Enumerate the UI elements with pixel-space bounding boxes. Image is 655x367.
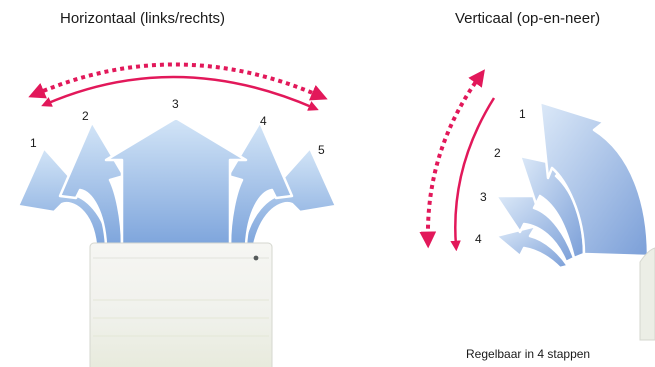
h-position-label-1: 1 xyxy=(30,136,37,150)
v-position-label-4: 4 xyxy=(475,232,482,246)
h-position-label-3: 3 xyxy=(172,97,179,111)
vertical-heading: Verticaal (op-en-neer) xyxy=(455,10,601,27)
vertical-swing-arrow-dotted xyxy=(419,69,485,249)
indicator-light xyxy=(253,255,259,261)
steps-caption: Regelbaar in 4 stappen xyxy=(466,347,591,361)
v-position-label-1: 1 xyxy=(519,107,526,121)
indoor-unit-side xyxy=(639,247,655,341)
horizontal-swing-arrow-dotted xyxy=(28,62,328,101)
h-position-label-5: 5 xyxy=(318,143,325,157)
horizontal-swing-arrow-solid xyxy=(41,75,319,111)
v-position-label-2: 2 xyxy=(494,146,501,160)
airflow-arrow-4 xyxy=(226,120,294,247)
h-position-label-4: 4 xyxy=(260,114,267,128)
h-position-label-2: 2 xyxy=(82,109,89,123)
vertical-arrow-1 xyxy=(538,100,650,258)
airflow-arrow-2 xyxy=(58,120,126,247)
v-position-label-3: 3 xyxy=(480,190,487,204)
vertical-arrow-4 xyxy=(494,224,570,270)
horizontal-airflow xyxy=(16,116,338,247)
vertical-swing-arrow-solid xyxy=(450,97,496,252)
horizontal-heading: Horizontaal (links/rechts) xyxy=(60,10,226,27)
airflow-arrow-3 xyxy=(104,116,248,247)
vertical-airflow xyxy=(494,100,655,341)
indoor-unit xyxy=(89,242,273,367)
